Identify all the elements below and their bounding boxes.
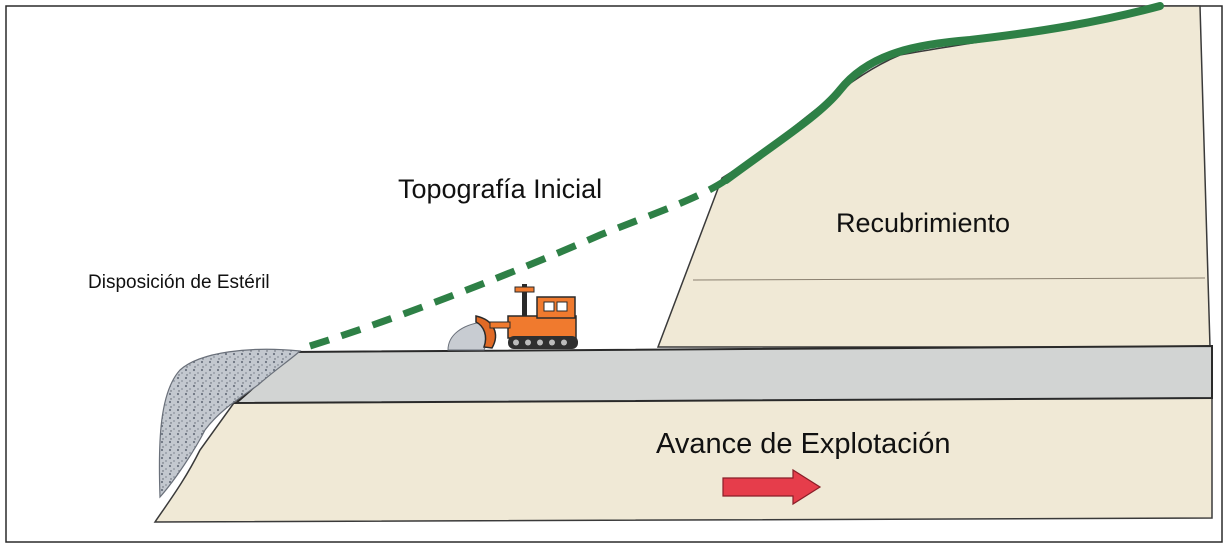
waste-disposal-label: Disposición de Estéril <box>88 272 270 293</box>
initial-topography-label: Topografía Inicial <box>398 174 603 204</box>
mining-advance-label: Avance de Explotación <box>656 428 951 460</box>
floor-rock <box>153 397 1213 523</box>
waste-dump <box>158 348 302 499</box>
overburden-block <box>656 5 1211 348</box>
arrow-right-icon <box>722 468 822 506</box>
overburden-strata-line <box>692 277 1206 281</box>
current-topography-line <box>722 2 1164 184</box>
exposed-seam <box>233 344 1213 405</box>
diagram-frame <box>5 5 1223 543</box>
initial-topography-line <box>308 177 728 350</box>
overburden-label: Recubrimiento <box>836 208 1011 238</box>
bulldozer-icon <box>447 284 578 351</box>
